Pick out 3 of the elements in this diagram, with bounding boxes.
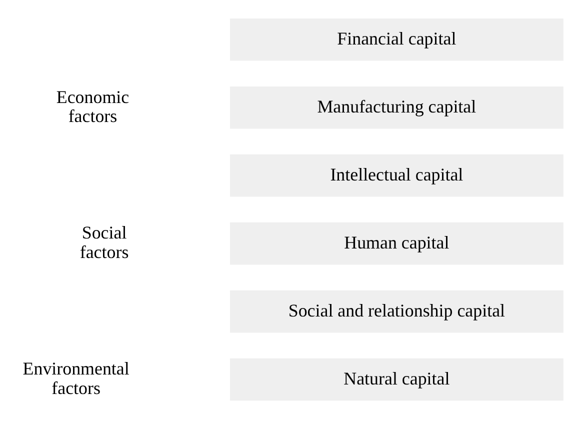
label: Economic factors	[56, 86, 130, 126]
label: Environmental factors	[22, 358, 130, 398]
label: Social factors	[80, 222, 129, 262]
